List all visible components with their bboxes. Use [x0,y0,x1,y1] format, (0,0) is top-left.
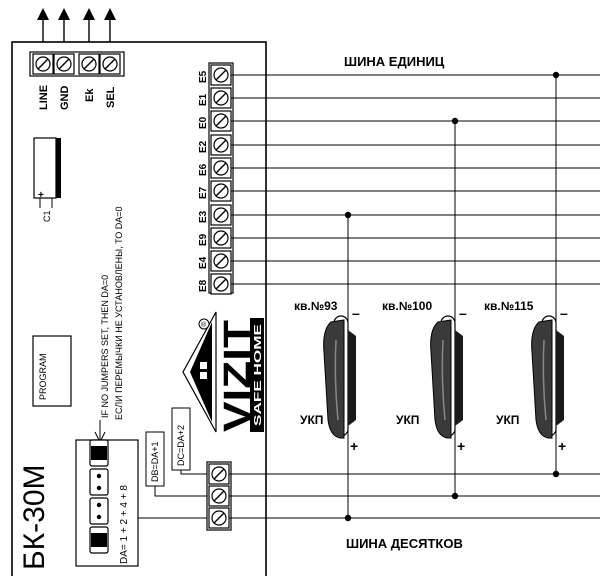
note-russian: ЕСЛИ ПЕРЕМЫЧКИ НЕ УСТАНОВЛЕНЫ, ТО DA=0 [114,207,124,421]
vizit-logo: VIZIT SAFE HOME ® [182,311,264,433]
handset-plus-115: + [558,438,566,454]
handset-100: кв.№100 – УКП + [382,299,467,454]
tens-bus-lines [229,473,600,519]
tens-bus-title: ШИНА ДЕСЯТКОВ [346,536,463,551]
dc-label: DC=DA+2 [176,425,186,466]
unit-label-e5: E5 [198,70,209,83]
terminal-label-gnd: GND [59,86,71,111]
program-connector: PROGRAM [32,335,72,407]
handset-93: кв.№93 – УКП + [294,299,360,454]
unit-bus-lines [231,74,600,285]
handset-plus-100: + [457,438,465,454]
unit-label-e2: E2 [198,140,209,153]
capacitor-c1: + C1 [33,137,61,222]
internal-wiring [138,470,219,519]
top-terminal-labels: LINE GND Ek SEL [38,85,117,110]
unit-label-e7: E7 [198,186,209,199]
unit-label-e1: E1 [198,93,209,106]
handset-plus-93: + [350,438,358,454]
apartment-label-100: кв.№100 [382,299,432,313]
jumper-block: DA= 1 + 2 + 4 + 8 [75,439,139,567]
note-english: IF NO JUMPERS SET, THEN DA=0 [100,275,110,418]
output-arrows [37,8,116,48]
unit-label-e8: E8 [198,279,209,292]
handset-115: кв.№115 – УКП + [484,299,568,454]
terminal-label-ek: Ek [84,88,96,102]
tens-terminal-strip [206,461,232,531]
apartment-label-115: кв.№115 [484,299,534,313]
top-terminal-strip [29,51,125,77]
logo-registered: ® [201,321,207,329]
handset-minus-93: – [352,305,360,321]
handset-minus-115: – [560,305,568,321]
program-label: PROGRAM [38,353,48,400]
handset-wiring [344,71,560,522]
capacitor-plus: + [38,190,44,201]
unit-terminal-strip [208,62,234,295]
model-name: БК-30М [18,464,51,570]
units-bus-title: ШИНА ЕДИНИЦ [344,54,445,69]
handset-type-100: УКП [396,413,419,427]
jumper-formula: DA= 1 + 2 + 4 + 8 [119,485,130,564]
apartment-label-93: кв.№93 [294,299,338,313]
logo-tagline: SAFE HOME [253,323,264,426]
terminal-label-line: LINE [38,85,50,110]
unit-label-e9: E9 [198,233,209,246]
capacitor-label: C1 [42,210,52,222]
handset-minus-100: – [459,305,467,321]
handset-type-93: УКП [300,413,323,427]
handset-type-115: УКП [496,413,519,427]
unit-label-e0: E0 [198,116,209,129]
unit-label-e6: E6 [198,163,209,176]
unit-label-e3: E3 [198,210,209,223]
unit-terminal-labels: E5 E1 E0 E2 E6 E7 E3 E9 E4 E8 [198,70,209,292]
terminal-label-sel: SEL [105,86,117,108]
db-label: DB=DA+1 [150,441,160,482]
unit-label-e4: E4 [198,256,209,269]
